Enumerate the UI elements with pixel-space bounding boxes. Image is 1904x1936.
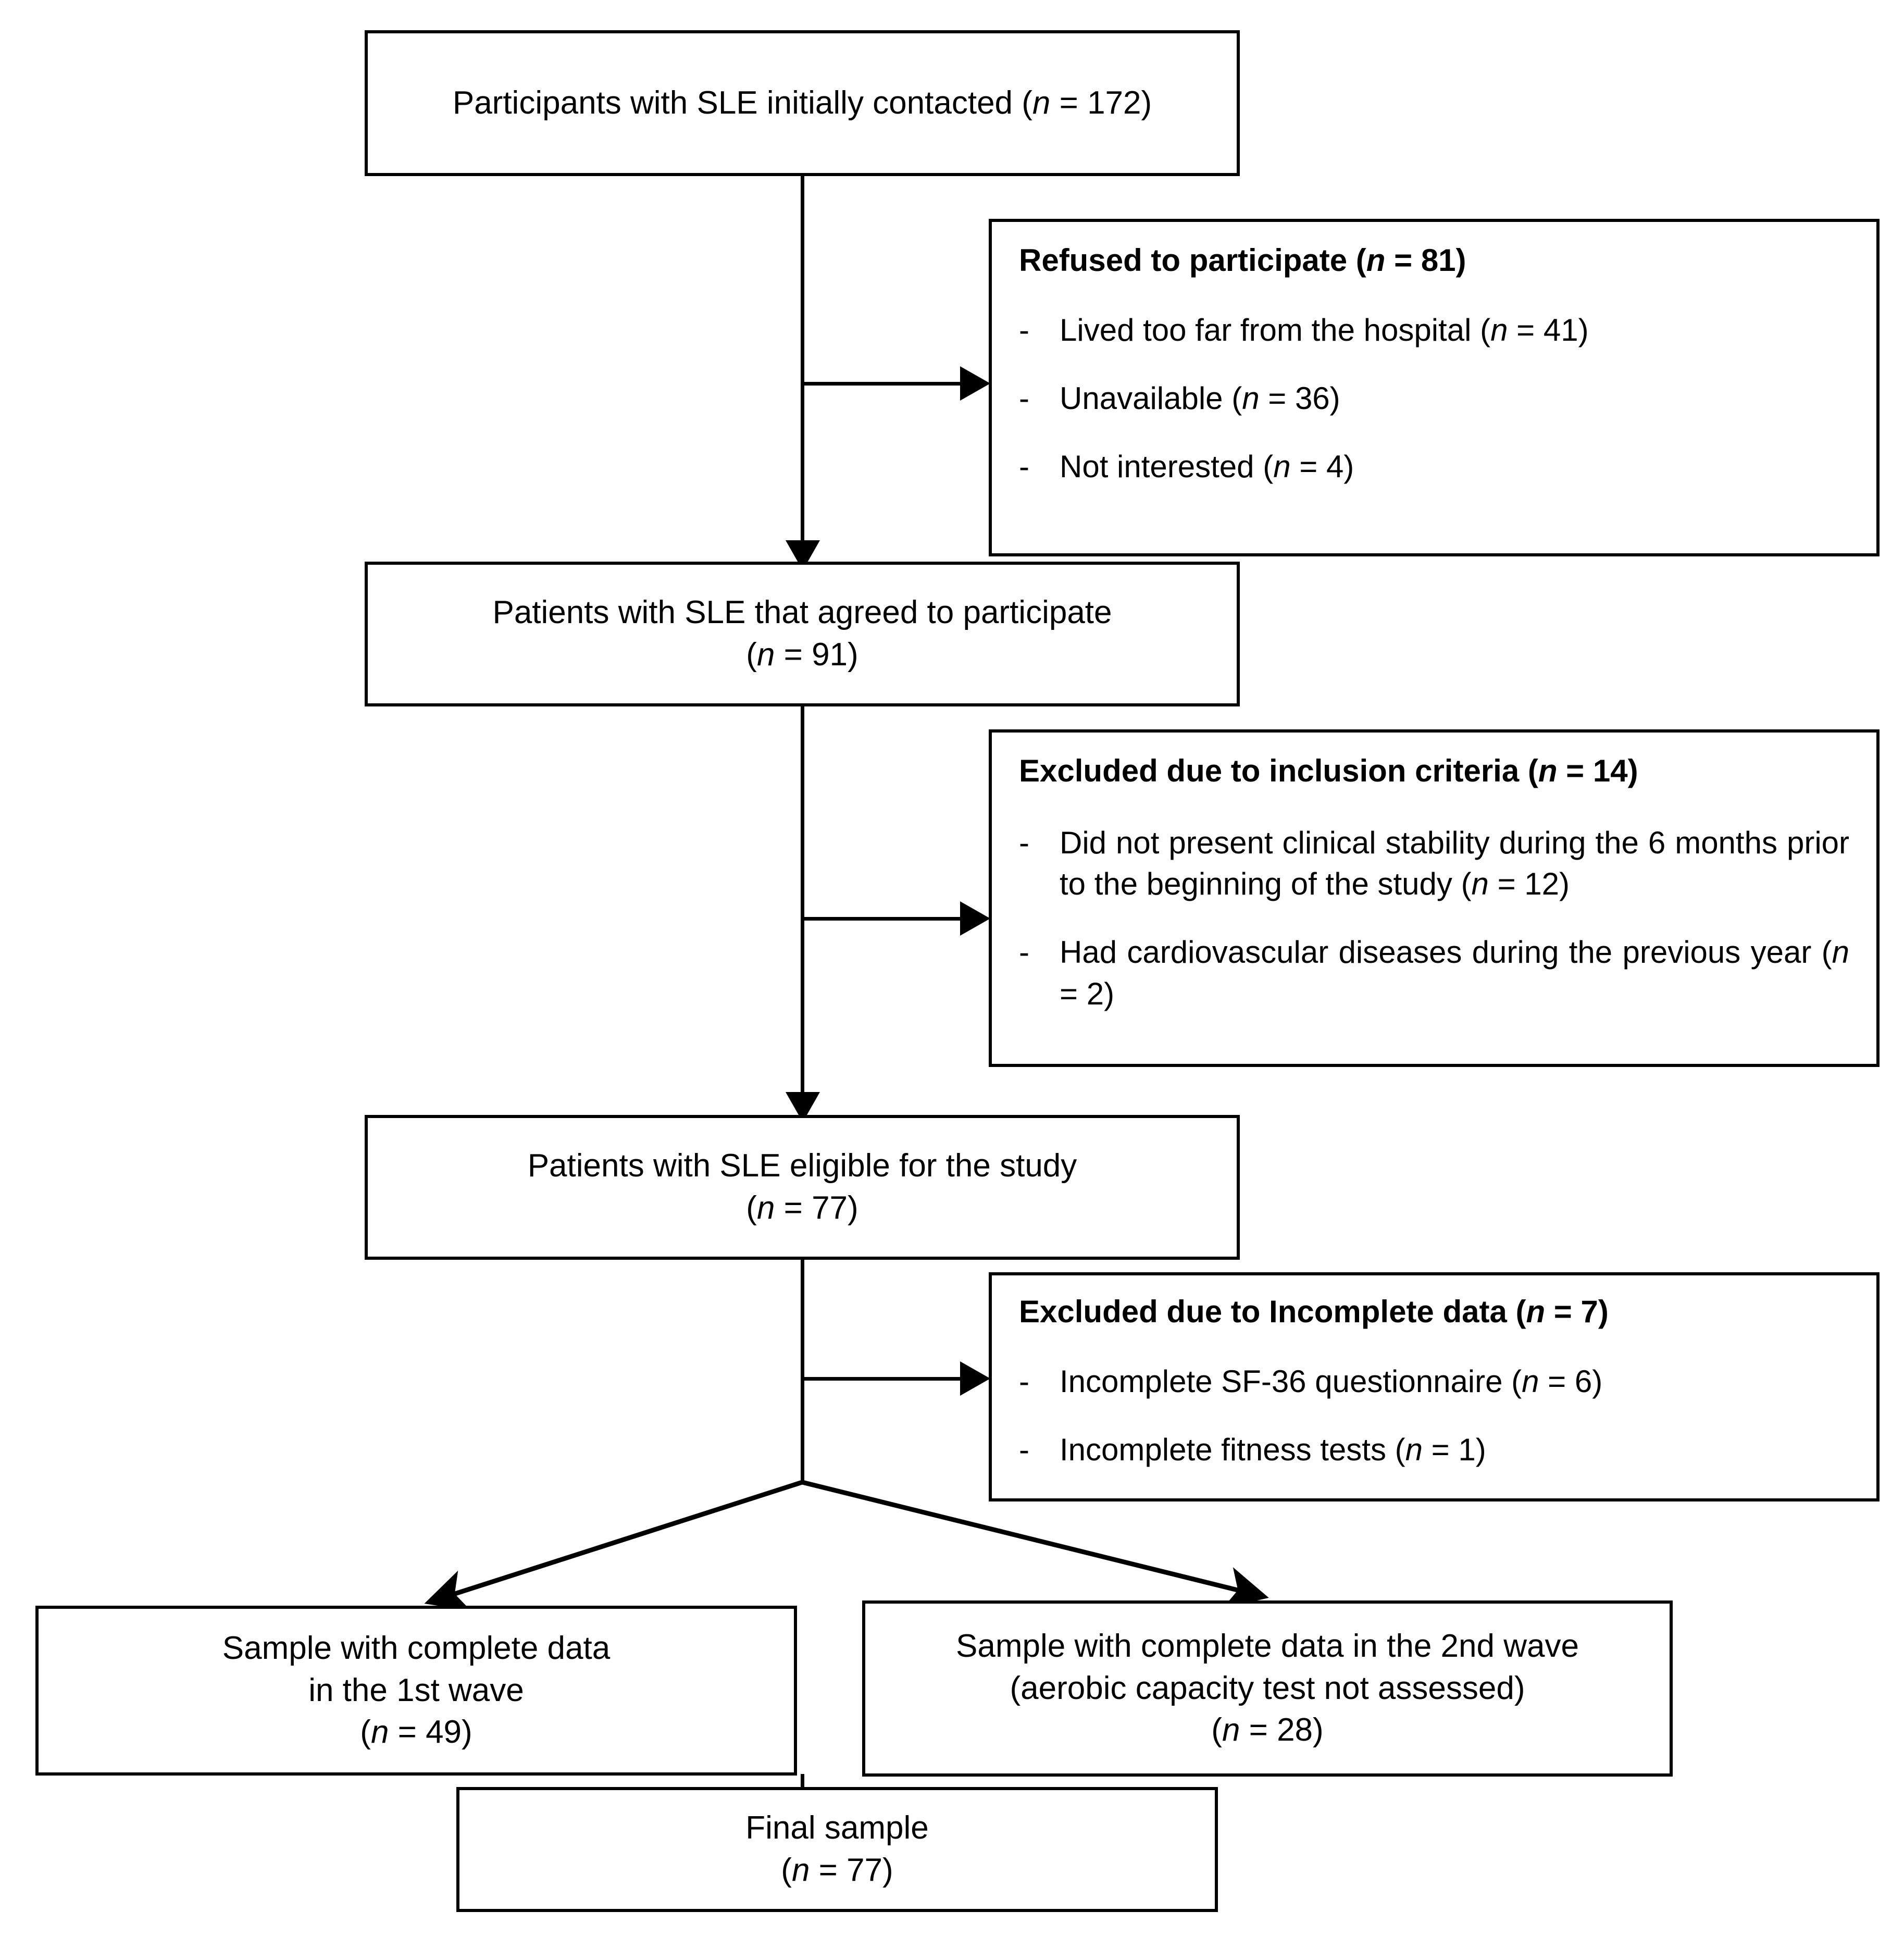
bullet-item: - Incomplete SF-36 questionnaire (n = 6) — [1019, 1361, 1849, 1402]
connector-wave1-to-final — [801, 1774, 804, 1790]
node-wave2-line1: Sample with complete data in the 2nd wav… — [956, 1628, 1579, 1665]
node-excluded-inclusion-criteria[interactable]: Excluded due to inclusion criteria (n = … — [989, 729, 1880, 1067]
node-eligible-line2: (n = 77) — [746, 1190, 858, 1226]
node-refused-header: Refused to participate (n = 81) — [1019, 243, 1466, 278]
bullet-item: - Did not present clinical stability dur… — [1019, 822, 1849, 904]
connector-eligible-to-fork — [801, 1258, 804, 1482]
bullet-label: Did not present clinical stability durin… — [1060, 825, 1849, 902]
node-sample-wave1[interactable]: Sample with complete data in the 1st wav… — [35, 1606, 797, 1776]
node-wave2-line2: (aerobic capacity test not assessed) — [1010, 1670, 1525, 1706]
bullet-dash: - — [1019, 1432, 1029, 1468]
node-wave2-line3: (n = 28) — [1211, 1712, 1324, 1748]
connector-to-excluded-incomplete — [801, 1377, 973, 1381]
bullet-dash: - — [1019, 1364, 1029, 1399]
bullet-dash: - — [1019, 313, 1029, 348]
connector-agreed-to-eligible — [801, 706, 804, 1107]
bullet-label: Lived too far from the hospital (n = 41) — [1060, 313, 1589, 348]
node-eligible-for-study[interactable]: Patients with SLE eligible for the study… — [365, 1115, 1240, 1260]
node-contacted-line1: Participants with SLE initially contacte… — [452, 84, 1152, 121]
bullet-dash: - — [1019, 449, 1029, 485]
node-final-line1: Final sample — [745, 1810, 929, 1846]
node-refused-to-participate[interactable]: Refused to participate (n = 81) - Lived … — [989, 219, 1880, 556]
node-excluded-criteria-header: Excluded due to inclusion criteria (n = … — [1019, 753, 1638, 788]
node-wave1-line1: Sample with complete data — [222, 1630, 611, 1667]
node-agreed-line1: Patients with SLE that agreed to partici… — [492, 594, 1112, 631]
node-wave1-line2: in the 1st wave — [308, 1672, 524, 1708]
node-sample-wave2[interactable]: Sample with complete data in the 2nd wav… — [862, 1600, 1673, 1777]
node-final-line2: (n = 77) — [781, 1852, 893, 1888]
bullet-item: - Had cardiovascular diseases during the… — [1019, 932, 1849, 1014]
node-agreed-line2: (n = 91) — [746, 637, 858, 673]
bullet-label: Unavailable (n = 36) — [1060, 381, 1340, 416]
node-participants-contacted[interactable]: Participants with SLE initially contacte… — [365, 30, 1240, 176]
node-wave1-line3: (n = 49) — [360, 1714, 472, 1751]
node-excluded-incomplete-data[interactable]: Excluded due to Incomplete data (n = 7) … — [989, 1272, 1880, 1501]
bullet-item: - Lived too far from the hospital (n = 4… — [1019, 309, 1849, 351]
bullet-item: - Incomplete fitness tests (n = 1) — [1019, 1429, 1849, 1470]
node-excluded-incomplete-header: Excluded due to Incomplete data (n = 7) — [1019, 1294, 1609, 1329]
bullet-label: Had cardiovascular diseases during the p… — [1060, 935, 1849, 1011]
arrowhead-into-excluded-criteria — [960, 901, 990, 936]
connector-to-excluded-criteria — [801, 917, 973, 921]
bullet-dash: - — [1019, 825, 1029, 860]
connector-contacted-to-agreed — [801, 175, 804, 550]
bullet-item: - Not interested (n = 4) — [1019, 446, 1849, 487]
arrowhead-into-refused — [960, 366, 990, 401]
node-final-sample[interactable]: Final sample (n = 77) — [456, 1787, 1218, 1912]
connector-to-refused — [801, 382, 973, 386]
bullet-label: Incomplete fitness tests (n = 1) — [1060, 1432, 1486, 1468]
bullet-label: Not interested (n = 4) — [1060, 449, 1354, 485]
bullet-dash: - — [1019, 381, 1029, 416]
bullet-label: Incomplete SF-36 questionnaire (n = 6) — [1060, 1364, 1603, 1399]
arrowhead-into-excluded-incomplete — [960, 1361, 990, 1396]
bullet-item: - Unavailable (n = 36) — [1019, 378, 1849, 419]
node-agreed-to-participate[interactable]: Patients with SLE that agreed to partici… — [365, 562, 1240, 706]
bullet-dash: - — [1019, 935, 1029, 970]
node-eligible-line1: Patients with SLE eligible for the study — [527, 1148, 1077, 1184]
